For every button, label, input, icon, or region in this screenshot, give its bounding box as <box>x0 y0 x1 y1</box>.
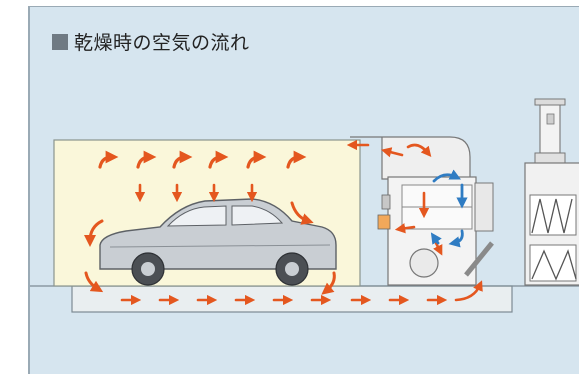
side-airflow-arrows <box>84 201 336 295</box>
diagram-panel: 乾燥時の空気の流れ <box>28 6 579 374</box>
return-airflow-arrows <box>346 139 443 256</box>
floor-pit <box>71 285 513 313</box>
sedan-car <box>99 198 337 286</box>
ceiling-airflow-arrows <box>98 150 307 169</box>
heater-unit <box>350 136 494 286</box>
recirculation-arrows <box>430 169 468 248</box>
filter-unit <box>524 162 579 286</box>
downward-airflow-arrows <box>134 183 258 203</box>
airflow-diagram <box>30 98 579 374</box>
floor-airflow-arrows <box>120 280 483 306</box>
diagram-title: 乾燥時の空気の流れ <box>74 32 250 54</box>
title-bullet-icon <box>52 33 68 50</box>
exhaust-stack <box>534 98 566 164</box>
title-block: 乾燥時の空気の流れ <box>52 28 250 55</box>
